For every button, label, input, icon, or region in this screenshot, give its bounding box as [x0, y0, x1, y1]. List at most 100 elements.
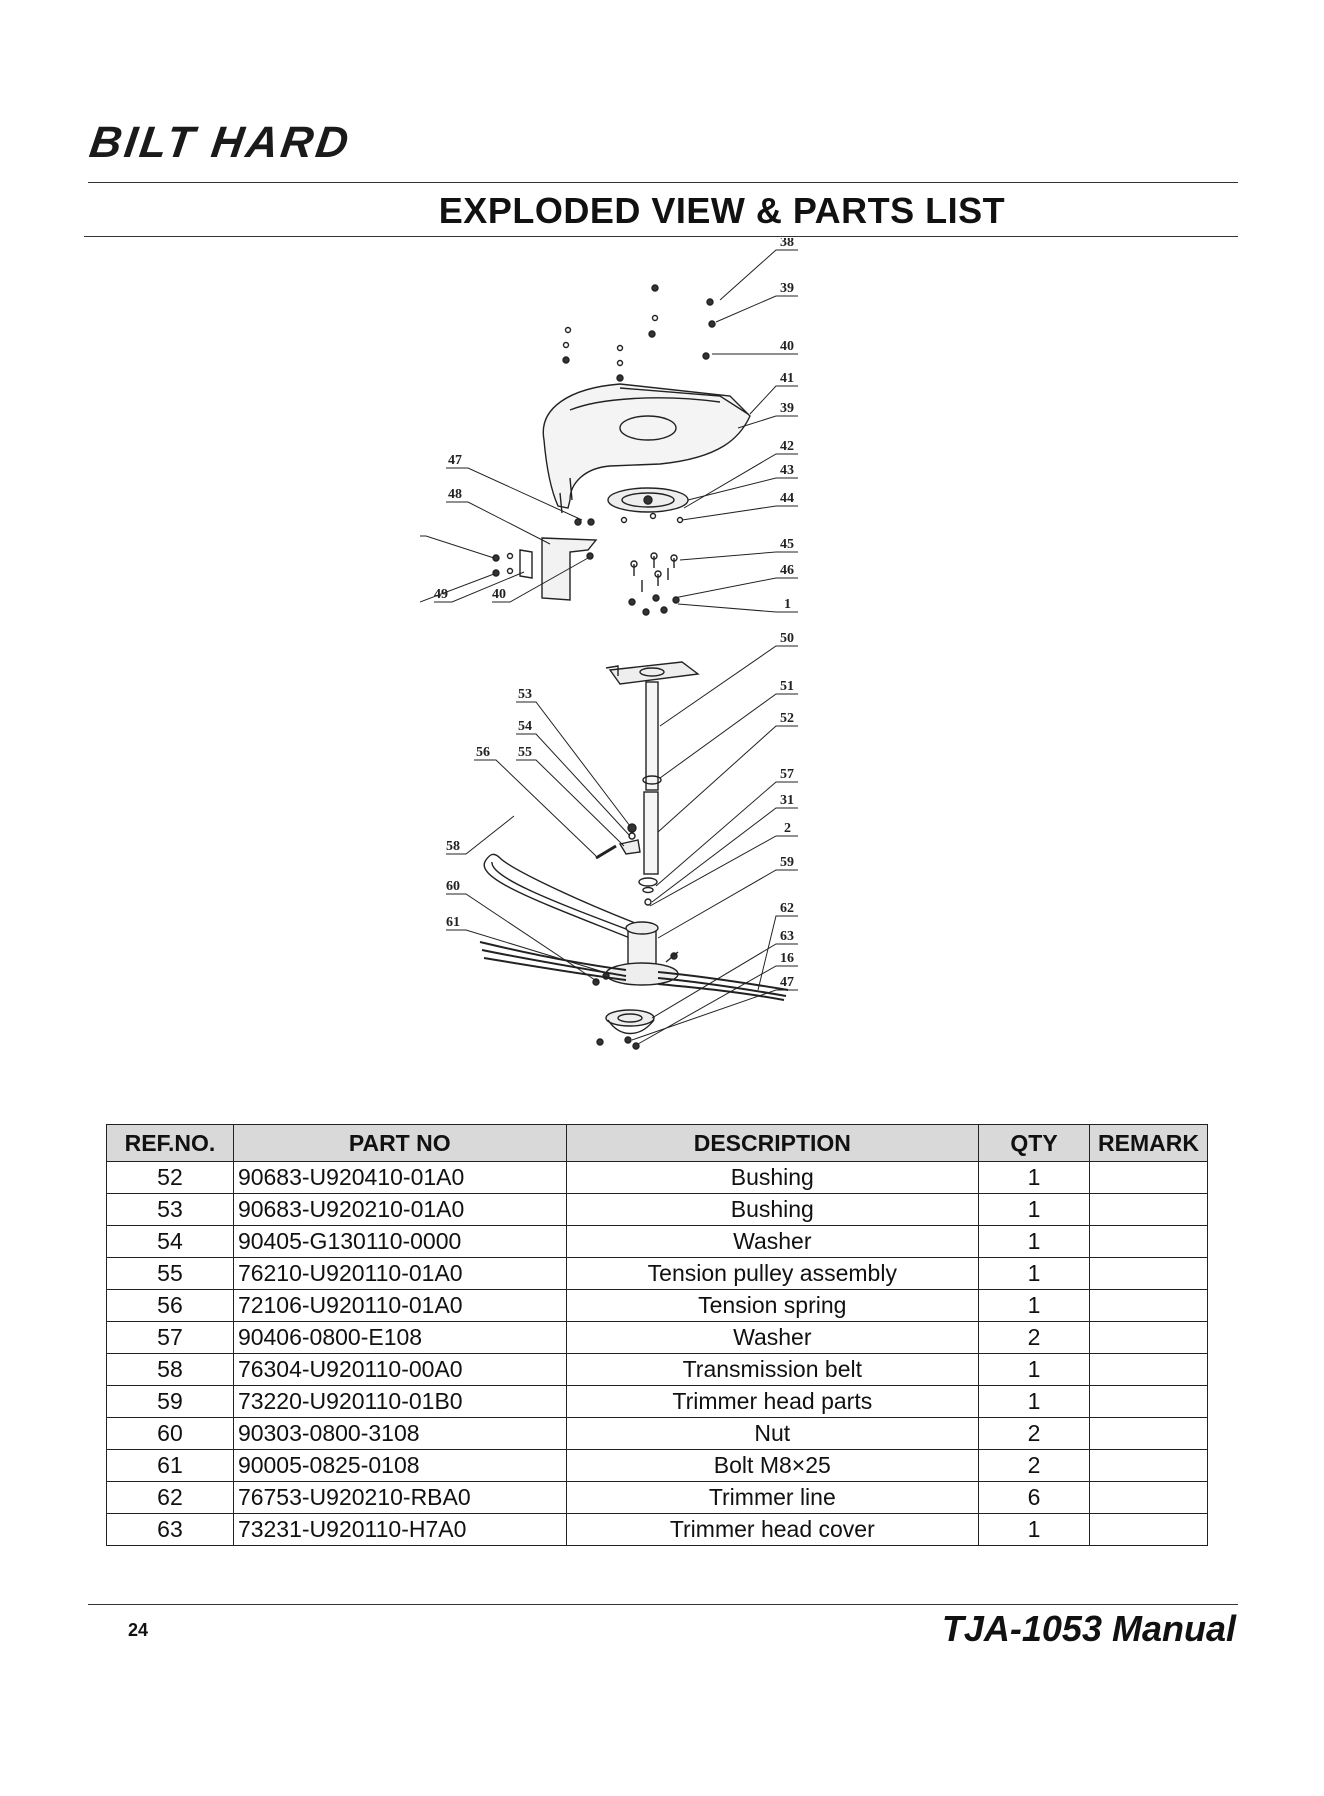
cell-qty: 2 — [978, 1321, 1090, 1354]
table-row: 56 72106-U920110-01A0 Tension spring 1 — [106, 1289, 1209, 1322]
callout-label: 43 — [780, 463, 794, 478]
table-row: 60 90303-0800-3108 Nut 2 — [106, 1417, 1209, 1450]
drive-shaft — [638, 681, 662, 906]
cell-remark — [1088, 1225, 1209, 1258]
tension-pulley — [595, 823, 641, 860]
table-row: 58 76304-U920110-00A0 Transmission belt … — [106, 1353, 1209, 1386]
cell-qty: 1 — [978, 1289, 1090, 1322]
callout-label: 50 — [780, 631, 794, 646]
mounting-plate — [607, 487, 689, 513]
cell-ref-no: 59 — [106, 1385, 234, 1418]
callout-label: 41 — [780, 371, 794, 386]
table-row: 62 76753-U920210-RBA0 Trimmer line 6 — [106, 1481, 1209, 1514]
callout-label: 38 — [780, 238, 794, 250]
table-row: 59 73220-U920110-01B0 Trimmer head parts… — [106, 1385, 1209, 1418]
cell-part-no: 90683-U920210-01A0 — [232, 1193, 567, 1226]
table-row: 53 90683-U920210-01A0 Bushing 1 — [106, 1193, 1209, 1226]
callout-label: 1 — [784, 597, 791, 612]
header-ref-no: REF.NO. — [106, 1124, 234, 1162]
callout-label: 61 — [446, 915, 460, 930]
cell-ref-no: 58 — [106, 1353, 234, 1386]
cell-ref-no: 57 — [106, 1321, 234, 1354]
plate-bolts — [574, 512, 684, 526]
callout-label: 40 — [780, 339, 794, 354]
trimmer-lines — [479, 941, 789, 1001]
callout-label: 56 — [476, 745, 490, 760]
cell-ref-no: 52 — [106, 1161, 234, 1194]
table-row: 52 90683-U920410-01A0 Bushing 1 — [106, 1161, 1209, 1194]
cell-ref-no: 53 — [106, 1193, 234, 1226]
cell-remark — [1088, 1481, 1209, 1514]
cell-ref-no: 62 — [106, 1481, 234, 1514]
cell-description: Washer — [565, 1225, 980, 1258]
cell-remark — [1088, 1257, 1209, 1290]
page-title-text: EXPLODED VIEW & PARTS LIST — [438, 190, 1006, 231]
cell-part-no: 76753-U920210-RBA0 — [232, 1481, 567, 1514]
page-title: EXPLODED VIEW & PARTS LIST — [0, 190, 1324, 232]
cell-part-no: 90683-U920410-01A0 — [232, 1161, 567, 1194]
callout-label: 40 — [492, 587, 506, 602]
callout-label: 55 — [518, 745, 532, 760]
hub-bolts — [628, 552, 680, 616]
cell-description: Washer — [565, 1321, 980, 1354]
cell-part-no: 76304-U920110-00A0 — [232, 1353, 567, 1386]
cell-remark — [1088, 1161, 1209, 1194]
callout-label: 39 — [780, 401, 794, 416]
cell-description: Transmission belt — [565, 1353, 980, 1386]
cell-remark — [1088, 1321, 1209, 1354]
cell-ref-no: 61 — [106, 1449, 234, 1482]
shaft-flange — [605, 661, 700, 685]
header-qty: QTY — [978, 1124, 1090, 1162]
callout-label: 39 — [780, 281, 794, 296]
side-bracket — [492, 537, 598, 601]
housing-shell — [542, 383, 751, 514]
table-row: 61 90005-0825-0108 Bolt M8×25 2 — [106, 1449, 1209, 1482]
cell-qty: 1 — [978, 1257, 1090, 1290]
cell-description: Trimmer head cover — [565, 1513, 980, 1546]
cell-part-no: 76210-U920110-01A0 — [232, 1257, 567, 1290]
cell-description: Bushing — [565, 1193, 980, 1226]
table-row: 57 90406-0800-E108 Washer 2 — [106, 1321, 1209, 1354]
manual-title: TJA-1053 Manual — [941, 1608, 1236, 1649]
trimmer-head — [592, 921, 679, 986]
transmission-belt — [483, 853, 650, 939]
callout-label: 60 — [446, 879, 460, 894]
cell-qty: 6 — [978, 1481, 1090, 1514]
cell-description: Tension pulley assembly — [565, 1257, 980, 1290]
callout-label: 62 — [780, 901, 794, 916]
top-bolts — [562, 284, 716, 382]
cell-qty: 1 — [978, 1225, 1090, 1258]
callout-label: 52 — [780, 711, 794, 726]
header-description: DESCRIPTION — [565, 1124, 980, 1162]
cell-part-no: 73220-U920110-01B0 — [232, 1385, 567, 1418]
callout-label: 42 — [780, 439, 794, 454]
cell-qty: 1 — [978, 1193, 1090, 1226]
callout-label: 48 — [448, 487, 462, 502]
cell-part-no: 90303-0800-3108 — [232, 1417, 567, 1450]
cell-remark — [1088, 1289, 1209, 1322]
page-number: 24 — [128, 1620, 149, 1640]
table-row: 55 76210-U920110-01A0 Tension pulley ass… — [106, 1257, 1209, 1290]
exploded-view-diagram: 38 39 40 41 39 42 43 44 45 46 1 50 51 52… — [420, 238, 798, 1050]
cell-qty: 1 — [978, 1353, 1090, 1386]
cell-part-no: 90405-G130110-0000 — [232, 1225, 567, 1258]
callout-label: 47 — [448, 453, 462, 468]
cell-remark — [1088, 1449, 1209, 1482]
callout-labels: 38 39 40 41 39 42 43 44 45 46 1 50 51 52… — [434, 238, 794, 990]
cell-qty: 1 — [978, 1513, 1090, 1546]
table-row: 63 73231-U920110-H7A0 Trimmer head cover… — [106, 1513, 1209, 1546]
cell-remark — [1088, 1353, 1209, 1386]
cell-description: Nut — [565, 1417, 980, 1450]
cell-part-no: 72106-U920110-01A0 — [232, 1289, 567, 1322]
callout-label: 53 — [518, 687, 532, 702]
header-rule-top — [88, 182, 1238, 183]
trimmer-head-cover — [596, 1009, 655, 1050]
diagram-parts — [479, 284, 789, 1050]
cell-qty: 1 — [978, 1385, 1090, 1418]
callout-label: 49 — [434, 587, 448, 602]
cell-qty: 2 — [978, 1417, 1090, 1450]
callout-label: 16 — [780, 951, 794, 966]
callout-label: 54 — [518, 719, 532, 734]
cell-qty: 1 — [978, 1161, 1090, 1194]
cell-ref-no: 55 — [106, 1257, 234, 1290]
